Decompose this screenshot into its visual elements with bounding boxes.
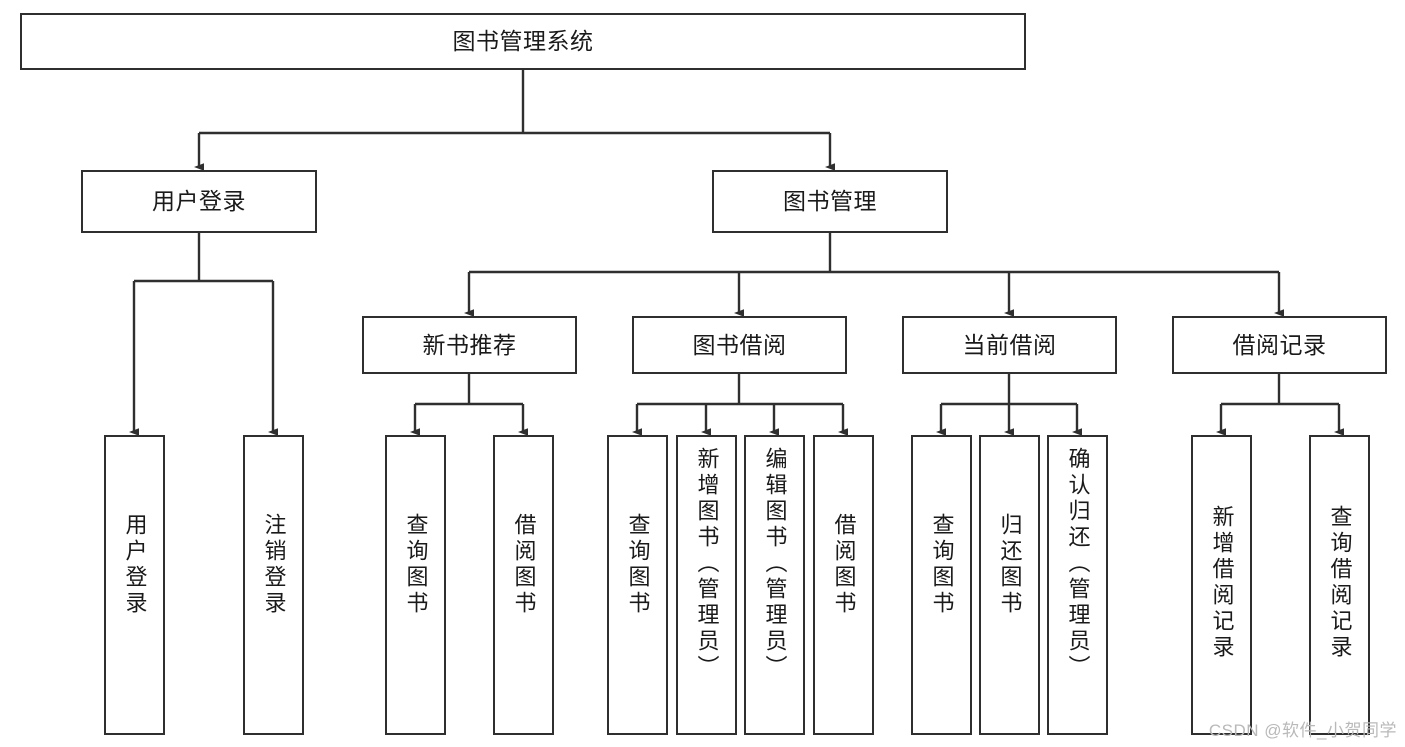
node-label: 借阅图书 (831, 513, 857, 617)
node-label: 用户登录 (152, 188, 246, 215)
node-leaf-add-record[interactable]: 新增借阅记录 (1191, 435, 1252, 735)
node-leaf-confirm-return[interactable]: 确认归还（管理员） (1047, 435, 1108, 735)
node-leaf-return-book[interactable]: 归还图书 (979, 435, 1040, 735)
node-label: 借阅图书 (511, 513, 537, 617)
node-label: 注销登录 (261, 513, 287, 617)
node-label: 查询借阅记录 (1327, 505, 1353, 661)
node-leaf-logout-login[interactable]: 注销登录 (243, 435, 304, 735)
node-label: 图书管理 (783, 188, 877, 215)
node-new-book-recommend[interactable]: 新书推荐 (362, 316, 577, 374)
node-leaf-borrow-book-2[interactable]: 借阅图书 (813, 435, 874, 735)
node-label: 图书管理系统 (452, 28, 594, 55)
node-current-borrow[interactable]: 当前借阅 (902, 316, 1117, 374)
node-label: 用户登录 (122, 513, 148, 617)
node-leaf-query-record[interactable]: 查询借阅记录 (1309, 435, 1370, 735)
csdn-watermark: CSDN @软件_小贺同学 (1208, 721, 1397, 740)
node-label: 编辑图书（管理员） (762, 447, 788, 681)
node-label: 确认归还（管理员） (1065, 447, 1091, 681)
node-user-login[interactable]: 用户登录 (81, 170, 317, 233)
node-book-manage[interactable]: 图书管理 (712, 170, 948, 233)
node-leaf-user-login[interactable]: 用户登录 (104, 435, 165, 735)
node-label: 查询图书 (625, 513, 651, 617)
node-label: 借阅记录 (1232, 331, 1327, 358)
node-label: 当前借阅 (962, 331, 1057, 358)
node-label: 查询图书 (403, 513, 429, 617)
node-label: 新增借阅记录 (1209, 505, 1235, 661)
node-label: 新书推荐 (422, 331, 517, 358)
node-label: 查询图书 (929, 513, 955, 617)
node-leaf-query-book-2[interactable]: 查询图书 (607, 435, 668, 735)
node-leaf-query-book-3[interactable]: 查询图书 (911, 435, 972, 735)
node-label: 图书借阅 (692, 331, 787, 358)
node-leaf-borrow-book-1[interactable]: 借阅图书 (493, 435, 554, 735)
node-label: 归还图书 (997, 513, 1023, 617)
node-book-borrow[interactable]: 图书借阅 (632, 316, 847, 374)
node-leaf-edit-book[interactable]: 编辑图书（管理员） (744, 435, 805, 735)
node-borrow-record[interactable]: 借阅记录 (1172, 316, 1387, 374)
node-leaf-query-book-1[interactable]: 查询图书 (385, 435, 446, 735)
node-label: 新增图书（管理员） (694, 447, 720, 681)
node-leaf-add-book[interactable]: 新增图书（管理员） (676, 435, 737, 735)
node-root-book-management-system[interactable]: 图书管理系统 (20, 13, 1026, 70)
